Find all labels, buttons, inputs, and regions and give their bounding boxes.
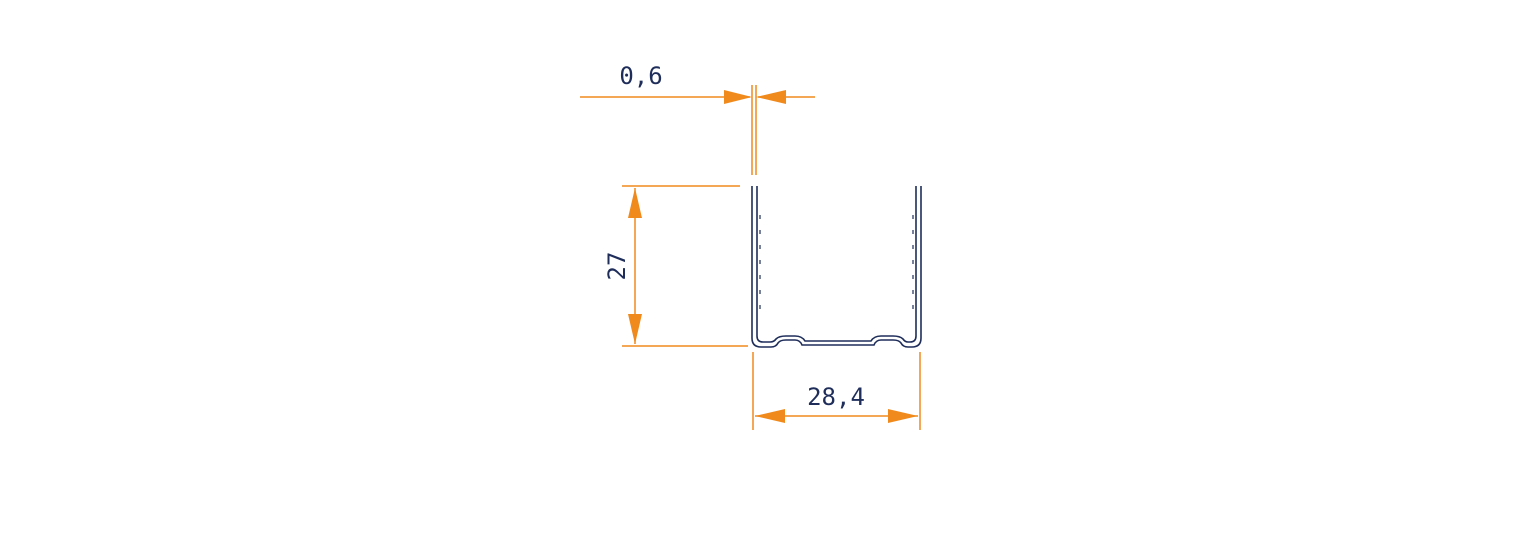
thickness-arrow-left <box>724 90 752 104</box>
thickness-dimension: 0,6 <box>580 62 815 175</box>
thickness-arrow-right <box>756 90 786 104</box>
height-arrow-bottom <box>628 314 642 344</box>
u-profile-inner-edge <box>756 186 917 343</box>
width-arrow-right <box>888 409 918 423</box>
height-label: 27 <box>603 252 631 281</box>
width-label: 28,4 <box>807 383 865 411</box>
width-dimension: 28,4 <box>752 352 921 430</box>
width-arrow-left <box>755 409 785 423</box>
height-dimension: 27 <box>603 185 748 347</box>
u-profile-outer-edge <box>751 186 922 348</box>
u-profile <box>751 186 922 348</box>
height-arrow-top <box>628 188 642 218</box>
thickness-label: 0,6 <box>619 62 662 90</box>
